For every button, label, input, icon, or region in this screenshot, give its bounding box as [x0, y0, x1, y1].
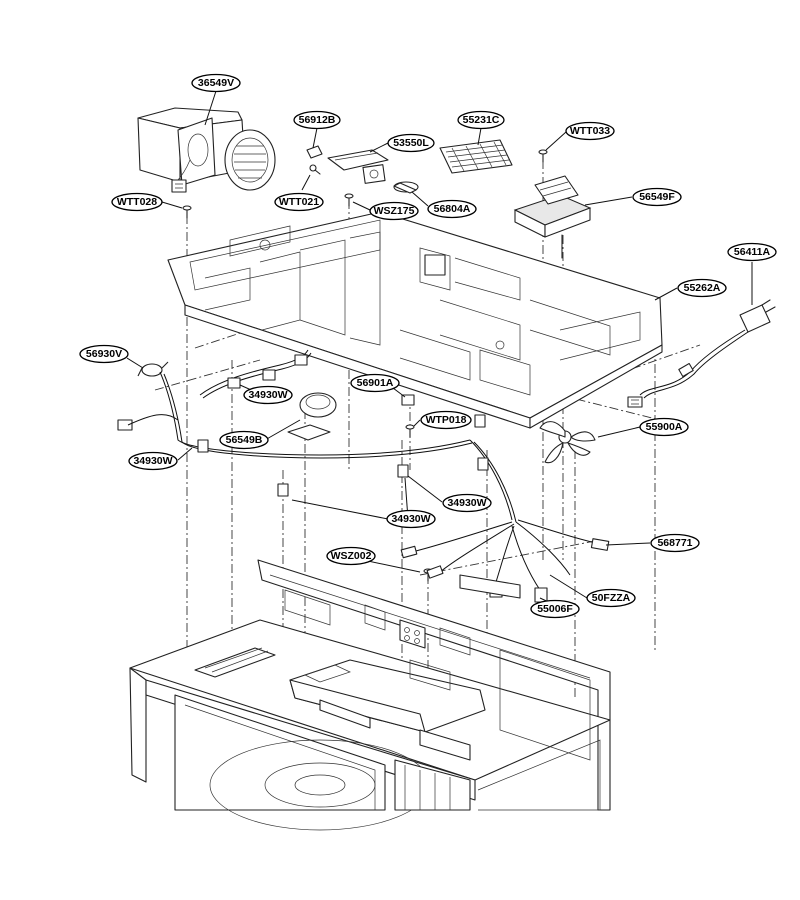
fan-blade [539, 421, 596, 464]
callout-56804a: 56804A [427, 199, 477, 219]
callout-label: 55262A [684, 282, 721, 294]
callout-label: WSZ002 [331, 550, 372, 562]
callout-55900a: 55900A [639, 417, 689, 437]
callout-label: 34930W [391, 513, 430, 525]
callout-56549b: 56549B [219, 430, 269, 450]
callout-label: 50FZZA [592, 592, 631, 604]
leader-lines [126, 90, 753, 606]
fuse-parts [306, 145, 419, 194]
callout-55231c: 55231C [457, 110, 505, 130]
callout-56901a: 56901A [350, 373, 400, 393]
callout-55262a: 55262A [677, 278, 727, 298]
callout-568771: 568771 [650, 533, 700, 553]
callout-34930w-a: 34930W [243, 385, 293, 405]
thermostat [117, 361, 169, 431]
grease-filter [439, 139, 513, 174]
wire-harness [127, 349, 610, 603]
callout-label: 56411A [734, 246, 771, 258]
callout-label: 56901A [357, 377, 394, 389]
callout-label: 56549B [226, 434, 263, 446]
callout-56411a: 56411A [727, 242, 777, 262]
callout-53550l: 53550L [387, 133, 435, 153]
callout-label: 56549F [639, 191, 675, 203]
power-cord [627, 299, 776, 408]
callout-label: 56912B [299, 114, 336, 126]
oven-cavity [129, 559, 611, 831]
callout-label: 56804A [434, 203, 471, 215]
callout-wtp018: WTP018 [420, 410, 472, 430]
callout-label: WSZ175 [374, 205, 415, 217]
callout-36549v: 36549V [191, 73, 241, 93]
callout-label: 36549V [198, 77, 234, 89]
callout-56912b: 56912B [293, 110, 341, 130]
turntable-motor [287, 392, 337, 441]
callout-wtt028: WTT028 [111, 192, 163, 212]
callout-label: WTT033 [570, 125, 610, 137]
base-plate [167, 211, 663, 429]
callout-wtt033: WTT033 [565, 121, 615, 141]
callout-56549f: 56549F [632, 187, 682, 207]
callout-55006f: 55006F [530, 599, 580, 619]
vent-motor [513, 175, 592, 259]
callout-wsz002: WSZ002 [326, 546, 376, 566]
blower-motor-assembly [137, 107, 276, 193]
callout-50fzza: 50FZZA [586, 588, 636, 608]
callout-label: 34930W [447, 497, 486, 509]
callout-label: 34930W [133, 455, 172, 467]
callout-label: WTT028 [117, 196, 157, 208]
callout-label: 53550L [393, 137, 429, 149]
callout-label: WTT021 [279, 196, 319, 208]
callout-label: WTP018 [426, 414, 467, 426]
callout-label: 55231C [463, 114, 500, 126]
callout-34930w-c: 34930W [442, 493, 492, 513]
callout-34930w-d: 34930W [386, 509, 436, 529]
callout-label: 34930W [248, 389, 287, 401]
callout-34930w-b: 34930W [128, 451, 178, 471]
callout-wtt021: WTT021 [274, 192, 324, 212]
callout-label: 55900A [646, 421, 683, 433]
callout-label: 56930V [86, 348, 122, 360]
callout-wsz175: WSZ175 [369, 201, 419, 221]
callout-56930v: 56930V [79, 344, 129, 364]
callout-label: 568771 [657, 537, 692, 549]
callout-label: 55006F [537, 603, 573, 615]
